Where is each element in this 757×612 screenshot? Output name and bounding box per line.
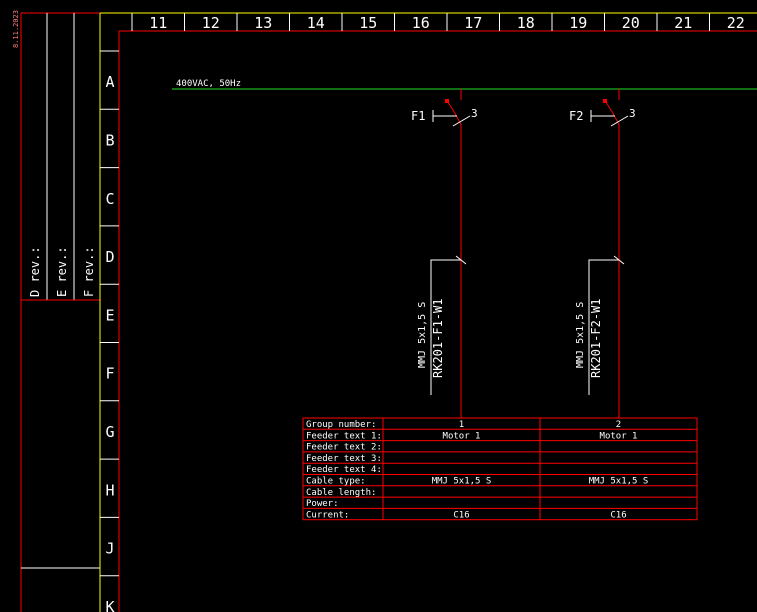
table-cell: C16 <box>610 510 626 520</box>
supply-label: 400VAC, 50Hz <box>176 79 241 89</box>
table-cell: MMJ 5x1,5 S <box>589 477 649 487</box>
breaker-contact <box>446 100 462 126</box>
column-number: 11 <box>149 14 167 32</box>
drawing-date: 8.11.2023 <box>12 10 20 48</box>
table-cell: MMJ 5x1,5 S <box>432 477 492 487</box>
cable-marker <box>588 259 619 395</box>
breaker-poles: 3 <box>629 107 636 120</box>
title-block: 8.11.2023 D rev.: E rev.: F rev.: <box>12 10 100 612</box>
cable-type: MMJ 5x1,5 S <box>575 302 586 368</box>
column-number: 15 <box>359 14 377 32</box>
revision-f-label: F rev.: <box>82 246 96 297</box>
table-cell: 1 <box>459 420 464 430</box>
breaker-id: F2 <box>569 109 583 123</box>
table-row-label: Power: <box>306 499 339 509</box>
table-cell: 2 <box>616 420 621 430</box>
breaker-contact <box>604 100 620 126</box>
revision-d-label: D rev.: <box>28 246 42 297</box>
cable-marker <box>430 259 461 395</box>
table-row-label: Feeder text 4: <box>306 465 382 475</box>
row-letter: G <box>105 423 114 441</box>
row-letter: H <box>105 481 114 499</box>
cable-id: RK201-F1-W1 <box>431 299 445 378</box>
column-number: 16 <box>412 14 430 32</box>
column-ruler: 11 12 13 14 15 16 17 18 19 20 21 22 <box>131 13 745 32</box>
row-letter: J <box>105 540 114 558</box>
breaker-poles: 3 <box>471 107 478 120</box>
column-number: 20 <box>622 14 640 32</box>
row-letter: C <box>105 190 114 208</box>
table-row-label: Group number: <box>306 420 376 430</box>
revision-e-label: E rev.: <box>55 246 69 297</box>
row-letter: E <box>105 306 114 324</box>
table-row-label: Cable type: <box>306 477 366 487</box>
table-row-label: Current: <box>306 510 349 520</box>
column-number: 17 <box>464 14 482 32</box>
table-cell: C16 <box>453 510 469 520</box>
row-letter: D <box>105 248 114 266</box>
breaker-handle-icon <box>603 99 607 103</box>
row-letter: B <box>105 131 114 149</box>
column-number: 13 <box>254 14 272 32</box>
column-number: 21 <box>674 14 692 32</box>
table-row-label: Feeder text 2: <box>306 443 382 453</box>
breaker-handle-icon <box>445 99 449 103</box>
table-cell: Motor 1 <box>443 431 481 441</box>
cable-type: MMJ 5x1,5 S <box>417 302 428 368</box>
column-number: 12 <box>202 14 220 32</box>
table-cell: Motor 1 <box>600 431 638 441</box>
row-letter: K <box>105 598 114 612</box>
drawing-frame <box>99 12 757 612</box>
column-number: 19 <box>569 14 587 32</box>
table-row-label: Cable length: <box>306 488 376 498</box>
row-letter: A <box>105 73 114 91</box>
column-number: 18 <box>517 14 535 32</box>
column-number: 22 <box>727 14 745 32</box>
table-row-label: Feeder text 1: <box>306 431 382 441</box>
table-row-label: Feeder text 3: <box>306 454 382 464</box>
cable-id: RK201-F2-W1 <box>589 299 603 378</box>
breaker-id: F1 <box>411 109 425 123</box>
row-ruler: A B C D E F G H J K <box>100 50 119 612</box>
row-letter: F <box>105 365 114 383</box>
column-number: 14 <box>307 14 325 32</box>
